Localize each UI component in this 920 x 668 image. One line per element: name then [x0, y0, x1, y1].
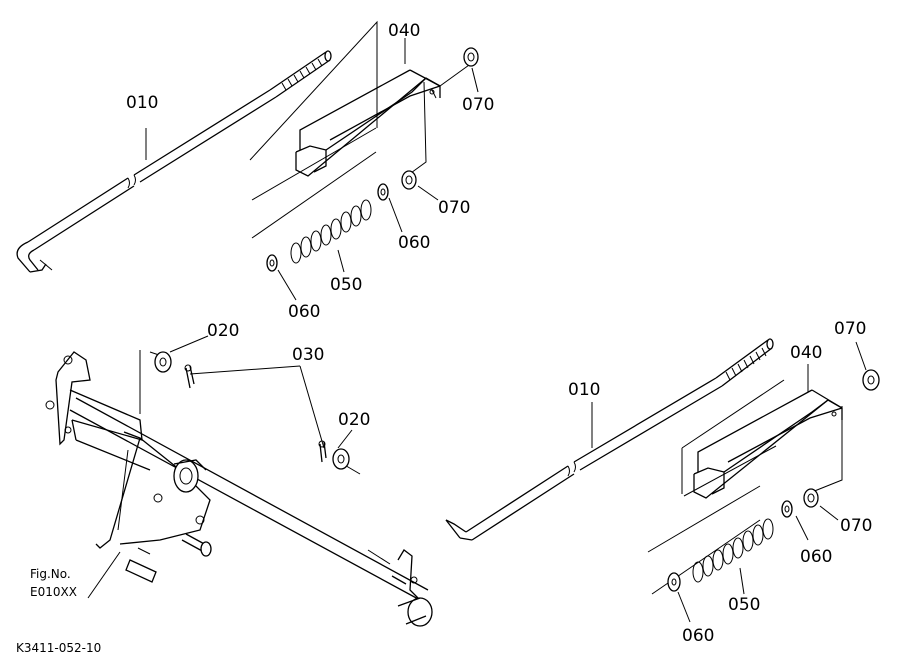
fig-number-label: Fig.No. [30, 567, 71, 581]
pedal-shaft-assembly [45, 351, 433, 627]
callout-020-bottom: 020 [338, 410, 370, 430]
callout-070-bottom-mid: 070 [840, 516, 872, 536]
leaders-bottom [591, 341, 867, 623]
callout-070-mid: 070 [438, 198, 470, 218]
spring-050-bottom [692, 518, 774, 583]
washer-060-right-top [377, 183, 389, 201]
callout-030: 030 [292, 345, 324, 365]
washer-060-left-top [266, 254, 278, 272]
rod-010-top [16, 50, 332, 273]
callout-020-top: 020 [207, 321, 239, 341]
nut-070-top [463, 47, 479, 67]
callout-060-left-top: 060 [288, 302, 320, 322]
cotter-pin-030-bottom [318, 440, 327, 463]
callout-060-right-bottom: 060 [800, 547, 832, 567]
fig-number-value: E010XX [30, 585, 77, 599]
washer-060-left-bottom [667, 572, 681, 592]
callout-010-bottom: 010 [568, 380, 600, 400]
bracket-040-top [295, 69, 441, 177]
callout-040-bottom: 040 [790, 343, 822, 363]
rod-010-bottom [445, 338, 774, 541]
assembly-lines-top [249, 20, 477, 239]
callout-060-left-bottom: 060 [682, 626, 714, 646]
callout-070-bottom-top: 070 [834, 319, 866, 339]
washer-020-bottom [332, 448, 350, 470]
leaders-top [145, 38, 479, 301]
callout-050-bottom: 050 [728, 595, 760, 615]
spring-050-top [290, 199, 372, 264]
callout-040-top: 040 [388, 21, 420, 41]
document-code: K3411-052-10 [16, 641, 101, 655]
callout-050-top: 050 [330, 275, 362, 295]
bracket-040-bottom [693, 389, 843, 499]
leaders-middle [87, 335, 353, 599]
nut-070-mid [401, 170, 417, 190]
callout-060-right-top: 060 [398, 233, 430, 253]
washer-060-right-bottom [781, 500, 793, 518]
nut-070-bottom-mid [803, 488, 819, 508]
nut-070-bottom-top [862, 369, 880, 391]
callout-010-top: 010 [126, 93, 158, 113]
washer-020-top [154, 351, 172, 373]
cotter-pin-030-top [184, 364, 195, 389]
callout-070-top: 070 [462, 95, 494, 115]
assembly-lines-middle [139, 350, 391, 565]
